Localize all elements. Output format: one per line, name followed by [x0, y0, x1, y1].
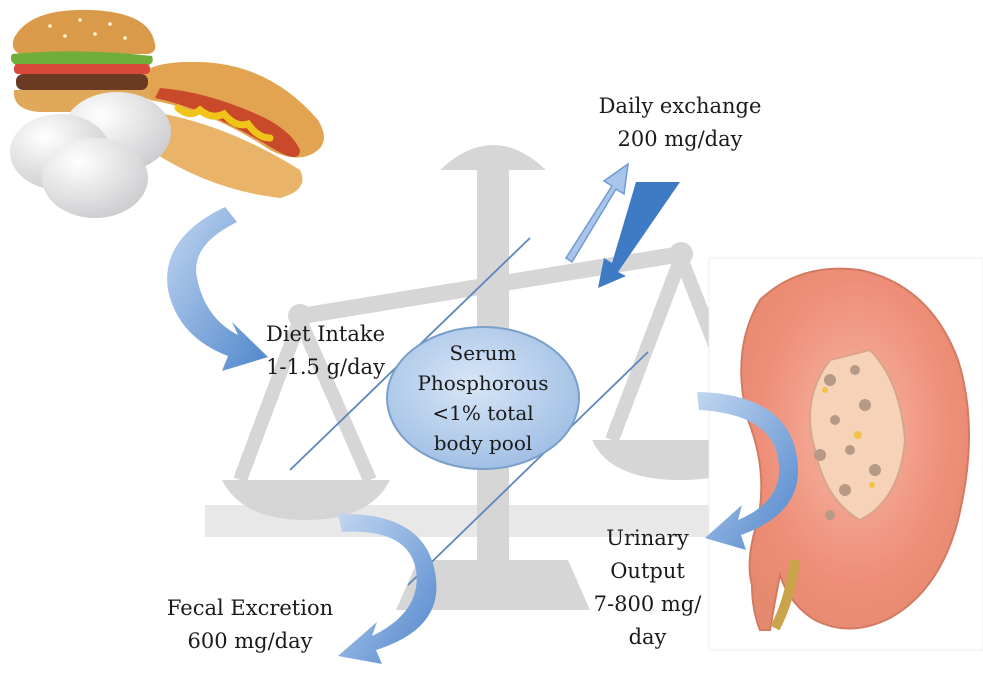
- food-image: [10, 10, 324, 218]
- serum-line-2: Phosphorous: [398, 368, 568, 398]
- daily-exchange-value: 200 mg/day: [585, 123, 775, 156]
- daily-exchange-title: Daily exchange: [585, 90, 775, 123]
- serum-line-4: body pool: [398, 428, 568, 458]
- fecal-excretion-label: Fecal Excretion 600 mg/day: [150, 592, 350, 658]
- diet-intake-value: 1-1.5 g/day: [258, 351, 393, 384]
- diet-intake-arrow-icon: [167, 207, 268, 371]
- fecal-excretion-title: Fecal Excretion: [150, 592, 350, 625]
- urinary-output-label: Urinary Output 7-800 mg/ day: [585, 522, 710, 654]
- serum-line-3: <1% total: [398, 398, 568, 428]
- daily-exchange-label: Daily exchange 200 mg/day: [585, 90, 775, 156]
- serum-phosphorous-label: Serum Phosphorous <1% total body pool: [398, 338, 568, 458]
- serum-line-1: Serum: [398, 338, 568, 368]
- kidney-image: [709, 258, 983, 650]
- urinary-line-4: day: [585, 621, 710, 654]
- urinary-line-3: 7-800 mg/: [585, 588, 710, 621]
- diet-intake-title: Diet Intake: [258, 318, 393, 351]
- diet-intake-label: Diet Intake 1-1.5 g/day: [258, 318, 393, 384]
- fecal-excretion-value: 600 mg/day: [150, 625, 350, 658]
- urinary-line-1: Urinary: [585, 522, 710, 555]
- urinary-line-2: Output: [585, 555, 710, 588]
